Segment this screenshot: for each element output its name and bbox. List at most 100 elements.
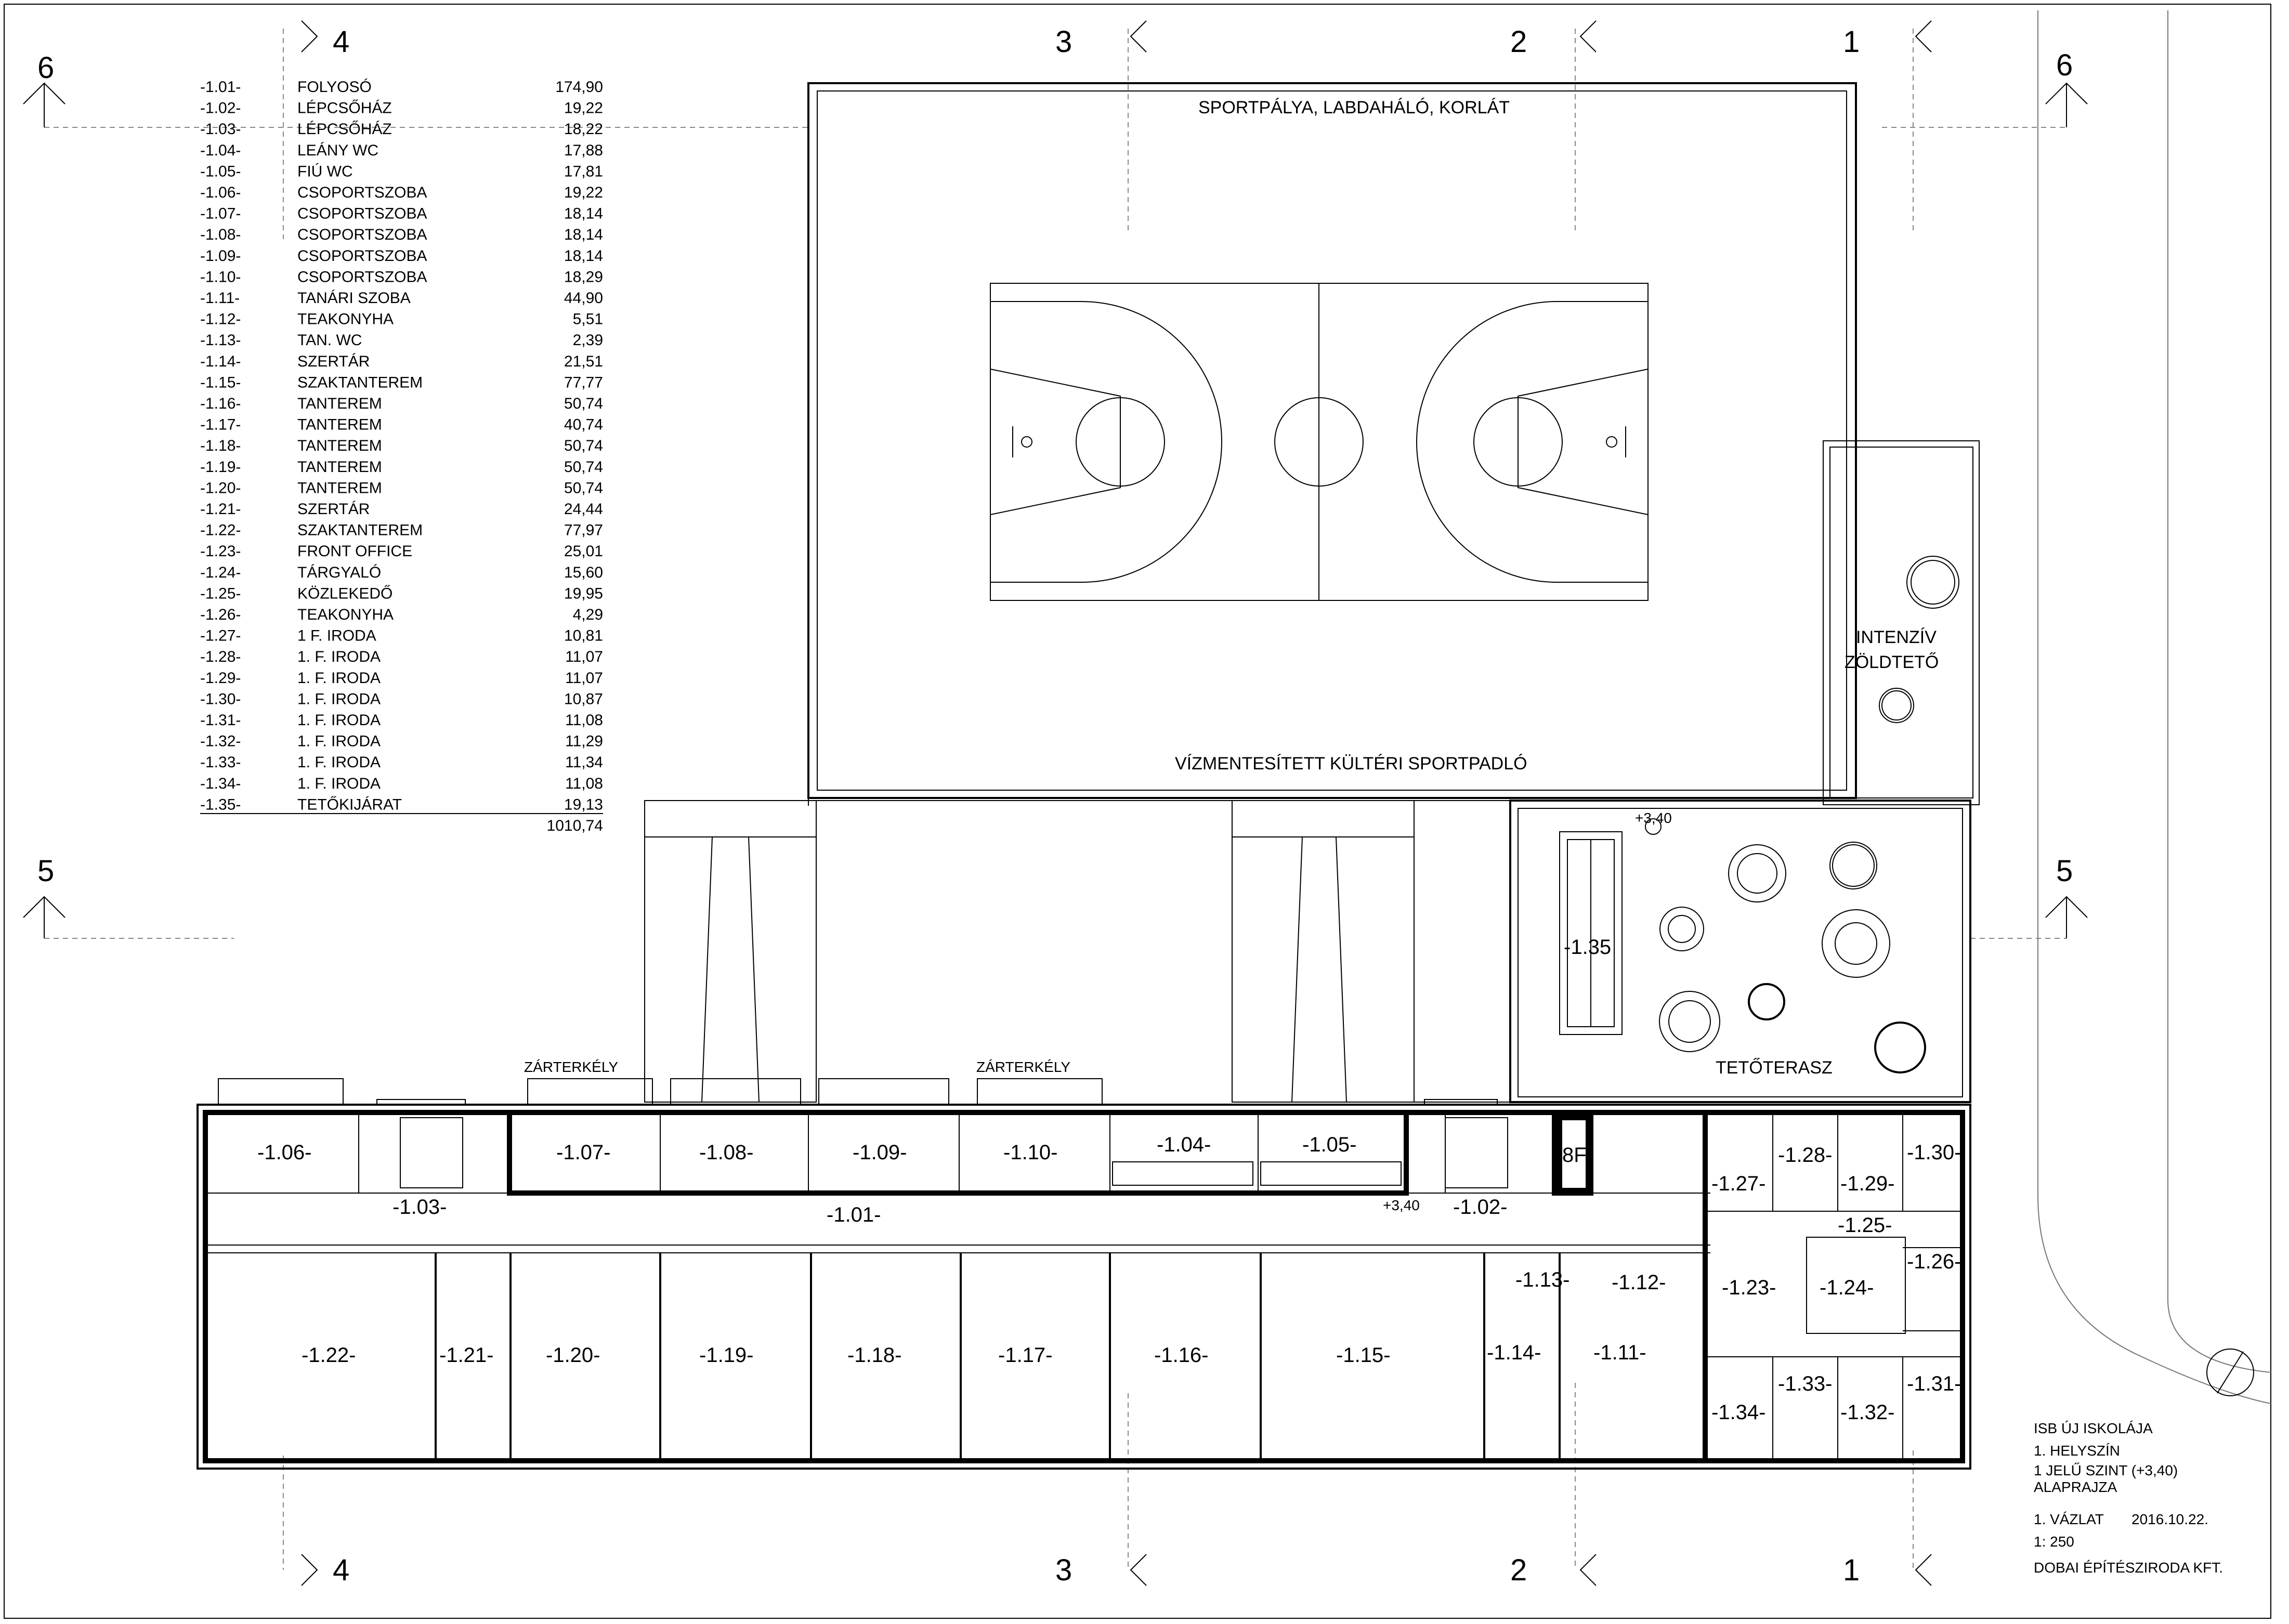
legend-name: CSOPORTSZOBA [297,205,427,222]
section-5-right: 5 [2056,854,2073,888]
legend-code: -1.16- [200,395,241,412]
legend-code: -1.02- [200,100,241,117]
legend-name: TANTEREM [297,437,382,454]
legend-name: FRONT OFFICE [297,543,412,560]
label-zarterkely-1: ZÁRTERKÉLY [524,1059,618,1075]
room-1-33: -1.33- [1778,1372,1833,1395]
room-1-01: -1.01- [827,1203,881,1226]
legend-code: -1.13- [200,332,241,349]
room-1-15: -1.15- [1336,1344,1391,1367]
tb-draft: 1. VÁZLAT [2034,1511,2104,1527]
legend-code: -1.33- [200,754,241,771]
room-1-19: -1.19- [699,1344,754,1367]
legend-name: CSOPORTSZOBA [297,268,427,285]
room-1-30: -1.30- [1907,1141,1961,1164]
legend-code: -1.07- [200,205,241,222]
main-building [197,1078,1971,1470]
legend-name: 1. F. IRODA [297,712,381,729]
tb-scale: 1: 250 [2034,1534,2074,1550]
legend-area: 21,51 [564,353,603,370]
section-1-top: 1 [1843,25,1860,59]
label-core-8f: 8F [1562,1144,1587,1167]
legend-area: 18,29 [564,268,603,285]
legend-code: -1.21- [200,501,241,518]
legend-area: 17,81 [564,163,603,180]
room-1-26: -1.26- [1907,1250,1961,1273]
legend-area: 10,87 [564,690,603,708]
legend-name: TAN. WC [297,332,362,349]
section-1-bottom: 1 [1843,1553,1860,1587]
legend-area: 18,14 [564,226,603,243]
legend-name: TANÁRI SZOBA [297,290,411,307]
legend-name: 1. F. IRODA [297,733,381,750]
legend-area: 11,08 [565,775,603,792]
label-tetoterasz: TETŐTERASZ [1716,1058,1833,1078]
legend-name: TANTEREM [297,395,382,412]
ramps [644,800,1511,1103]
room-1-07: -1.07- [556,1141,611,1164]
legend-area: 25,01 [564,543,603,560]
room-1-04: -1.04- [1157,1133,1211,1156]
legend-name: CSOPORTSZOBA [297,247,427,265]
legend-area: 174,90 [555,78,603,96]
legend-area: 11,34 [565,754,603,771]
legend-area: 5,51 [573,311,603,328]
legend-name: FOLYOSÓ [297,78,372,96]
legend-code: -1.31- [200,712,241,729]
legend-area: 24,44 [564,501,603,518]
room-1-24: -1.24- [1820,1276,1874,1299]
tb-site: 1. HELYSZÍN [2034,1443,2120,1459]
legend-area: 77,97 [564,522,603,539]
room-1-34: -1.34- [1711,1401,1766,1424]
legend-area: 19,13 [564,796,603,813]
legend-code: -1.24- [200,564,241,581]
sheet-frame [4,4,2271,1619]
room-1-32: -1.32- [1840,1401,1895,1424]
legend-code: -1.05- [200,163,241,180]
legend-code: -1.29- [200,670,241,687]
legend-area: 11,29 [565,733,603,750]
legend-code: -1.23- [200,543,241,560]
room-1-03: -1.03- [393,1196,447,1219]
section-4-top: 4 [333,25,349,59]
room-1-05: -1.05- [1302,1133,1357,1156]
legend-code: -1.25- [200,585,241,602]
label-sportpadlo: VÍZMENTESÍTETT KÜLTÉRI SPORTPADLÓ [1175,754,1527,774]
legend-area: 2,39 [573,332,603,349]
room-1-06: -1.06- [257,1141,312,1164]
legend-name: LÉPCSŐHÁZ [297,100,392,117]
section-lines [23,20,2088,1586]
room-1-11: -1.11- [1593,1341,1646,1364]
section-6-left: 6 [37,51,54,85]
room-1-25: -1.25- [1838,1214,1892,1237]
room-1-16: -1.16- [1154,1344,1209,1367]
section-3-bottom: 3 [1055,1553,1072,1587]
legend-area: 50,74 [564,459,603,476]
legend-code: -1.03- [200,121,241,138]
legend-area: 19,95 [564,585,603,602]
legend-area: 18,22 [564,121,603,138]
legend-area: 50,74 [564,395,603,412]
room-1-23: -1.23- [1722,1276,1776,1299]
section-5-left: 5 [37,854,54,888]
legend-code: -1.34- [200,775,241,792]
room-1-28: -1.28- [1778,1144,1833,1167]
section-6-right: 6 [2056,48,2073,82]
room-1-35: -1.35 [1564,936,1611,959]
legend-area: 44,90 [564,290,603,307]
label-level-mark-corridor: +3,40 [1383,1197,1420,1213]
legend-code: -1.15- [200,374,241,391]
legend-code: -1.17- [200,416,241,434]
legend-area: 40,74 [564,416,603,434]
title-block: ISB ÚJ ISKOLÁJA 1. HELYSZÍN 1 JELŰ SZINT… [2034,1420,2223,1576]
legend-name: TETŐKIJÁRAT [297,796,402,813]
label-zarterkely-2: ZÁRTERKÉLY [976,1059,1070,1075]
room-1-13: -1.13- [1515,1268,1570,1291]
room-1-17: -1.17- [998,1344,1053,1367]
room-1-29: -1.29- [1840,1172,1895,1195]
green-roof [1823,440,1980,805]
section-2-top: 2 [1510,25,1527,59]
legend-name: TANTEREM [297,479,382,496]
room-1-09: -1.09- [853,1141,907,1164]
legend-code: -1.27- [200,627,241,645]
